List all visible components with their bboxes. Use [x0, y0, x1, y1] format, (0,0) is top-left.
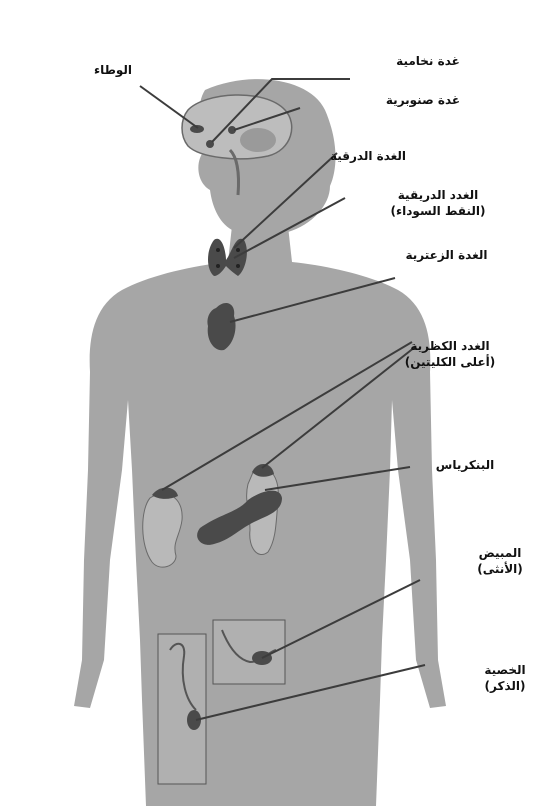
male-inset [158, 634, 206, 784]
label-parathyroid-line1: الغدد الدريقية [388, 187, 488, 203]
label-ovary: المبيض (الأنثى) [470, 545, 530, 577]
label-adrenal-line1: الغدد الكظرية [395, 338, 505, 354]
label-pituitary: غدة نخامية [388, 53, 468, 69]
label-pancreas: البنكرياس [425, 457, 505, 473]
label-parathyroid-line2: (النقط السوداء) [388, 203, 488, 219]
label-ovary-line1: المبيض [470, 545, 530, 561]
label-adrenal-line2: (أعلى الكليتين) [395, 354, 505, 370]
label-ovary-line2: (الأنثى) [470, 561, 530, 577]
label-hypothalamus: الوطاء [83, 62, 143, 78]
label-adrenal: الغدد الكظرية (أعلى الكليتين) [395, 338, 505, 370]
line-hypothalamus [140, 86, 198, 128]
label-pineal: غدة صنوبرية [373, 92, 473, 108]
label-thyroid: الغدة الدرقية [318, 148, 418, 164]
label-thymus: الغدة الزعترية [394, 247, 499, 263]
label-testis: الخصية (الذكر) [470, 662, 540, 694]
label-parathyroid: الغدد الدريقية (النقط السوداء) [388, 187, 488, 219]
kidney-left [143, 488, 182, 568]
label-testis-line2: (الذكر) [470, 678, 540, 694]
label-testis-line1: الخصية [470, 662, 540, 678]
